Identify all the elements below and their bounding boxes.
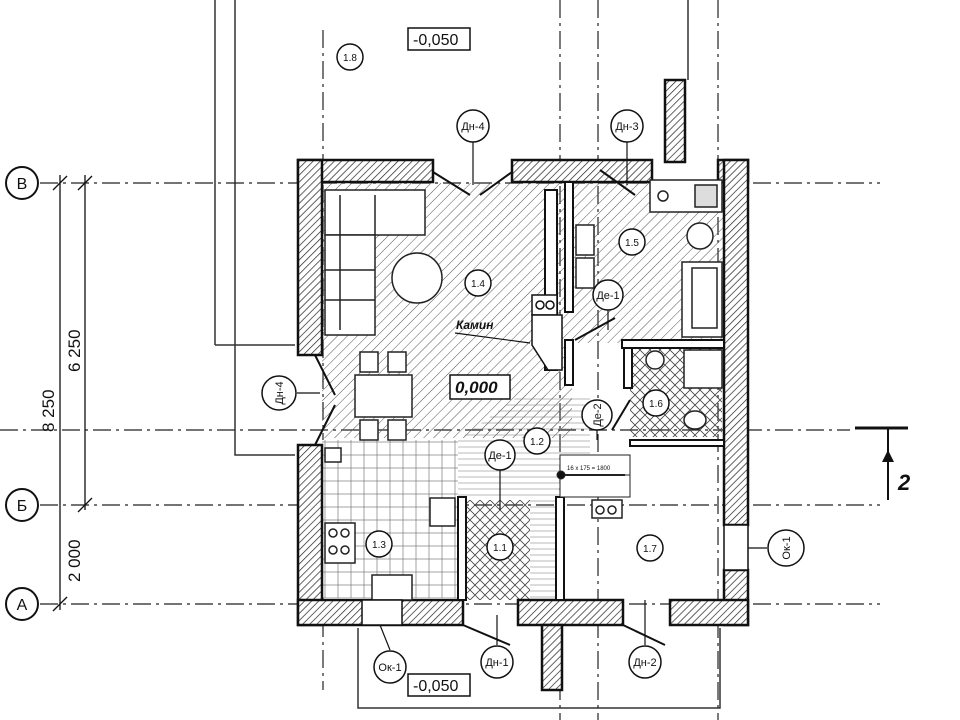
terrace-bottom-outline [357, 628, 721, 709]
exterior-walls [296, 78, 750, 692]
axis-marker-b: Б [5, 488, 39, 522]
door-tag-de1: Де-1 [596, 290, 619, 302]
window-tag-ok1-right: Ок-1 [781, 536, 793, 559]
level-center: 0,000 [455, 378, 498, 397]
axis-b-label: Б [17, 498, 28, 515]
fireplace [531, 294, 563, 371]
door-tag-dn2: Дн-2 [633, 657, 656, 669]
door-tag-dn4-top: Дн-4 [461, 121, 484, 133]
window-tag-ok1-bottom: Ок-1 [378, 662, 401, 674]
bedroom-furniture [575, 179, 723, 338]
dimension-lines [52, 175, 93, 612]
section-number: 2 [897, 470, 911, 495]
door-tag-de1-center: Де-1 [488, 450, 511, 462]
level-top-box [407, 27, 471, 51]
room-1-1: 1.1 [493, 543, 507, 554]
dim-overall: 8 250 [39, 389, 58, 432]
sofa [324, 189, 426, 336]
kitchen-appliances [324, 447, 623, 601]
axis-marker-v: В [5, 166, 39, 200]
section-mark [855, 426, 908, 500]
door-tag-dn3: Дн-3 [615, 121, 638, 133]
bathroom-fixtures [645, 349, 723, 430]
dim-upper: 6 250 [65, 329, 84, 372]
staircase [556, 454, 631, 498]
tag-circles [261, 109, 805, 684]
room-markers [336, 43, 670, 562]
room-1-4: 1.4 [471, 279, 485, 290]
room-1-7: 1.7 [643, 544, 657, 555]
room-1-6: 1.6 [649, 399, 663, 410]
door-tag-dn4-left: Дн-4 [274, 381, 286, 404]
round-table [391, 252, 443, 304]
dining-set [354, 351, 413, 441]
hall-floor-hatch [322, 345, 572, 440]
axis-v-label: В [17, 176, 28, 193]
room-1-3: 1.3 [372, 540, 386, 551]
axis-a-label: А [17, 597, 28, 614]
room-1-5: 1.5 [625, 238, 639, 249]
room-1-8: 1.8 [343, 53, 357, 64]
door-tag-de2: Де-2 [592, 403, 604, 426]
fireplace-label: Камин [456, 318, 494, 332]
door-tag-dn1: Дн-1 [485, 657, 508, 669]
window-ok1-right-shape [723, 524, 749, 571]
terrace-top-outline [214, 0, 689, 456]
window-ok1-bottom-shape [361, 599, 403, 626]
level-top: -0,050 [413, 32, 458, 49]
axis-marker-a: А [5, 587, 39, 621]
level-bottom-box [407, 673, 471, 697]
level-bottom: -0,050 [413, 678, 458, 695]
tag-leaders [297, 142, 767, 651]
dim-lower: 2 000 [65, 539, 84, 582]
stair-label: 16 x 175 = 1800 [567, 466, 611, 472]
room-1-2: 1.2 [530, 437, 544, 448]
level-center-box [449, 374, 511, 400]
